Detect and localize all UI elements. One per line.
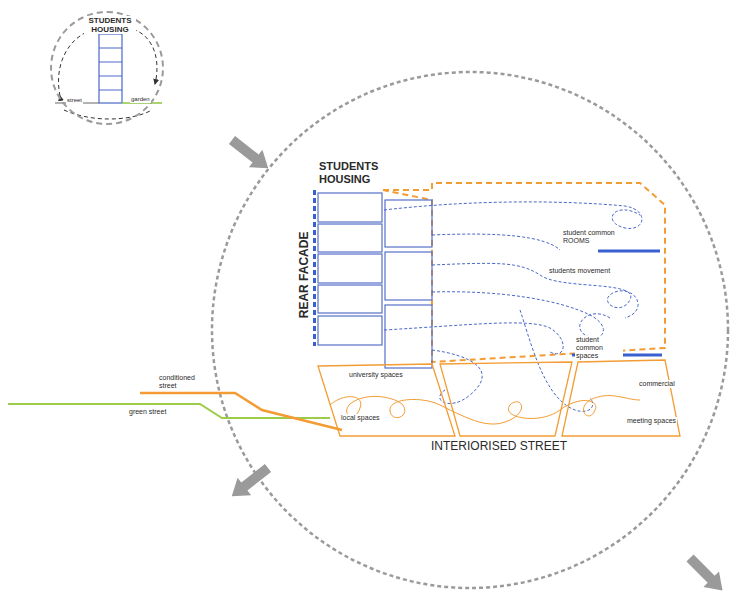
node-text: local spaces [340,414,381,422]
node-text: REAR FACADE [298,204,312,346]
interiorised-street-band: INTERIORISED STREETuniversity spacesloca… [318,358,682,438]
activity-loops [330,396,640,424]
university-box: university spaces local spaces [318,362,455,438]
commercial-box: commercial meeting spaces [560,360,682,438]
context-circle: STUDENTS HOUSING street garden [50,11,164,125]
node-text: students movement [548,267,611,275]
node-text: INTERIORISED STREET [408,440,590,454]
node-text: student common ROOMS [562,229,620,245]
common-region-outline [383,183,665,362]
rear-facade-line [313,190,316,346]
node-text: commercial [638,380,676,388]
flow-arc [64,110,152,119]
zoom-circle [212,72,728,588]
node-text: STUDENTS HOUSING [84,16,136,34]
grey-arrow [682,550,730,598]
flow-arc [59,28,104,96]
node-text: garden [130,96,151,103]
housing-rooms [318,193,432,368]
blue-bar [598,250,660,253]
conditioned-street-line [140,393,342,430]
node-text: meeting spaces [626,417,677,425]
housing-block: STUDENTS HOUSING REAR FACADE [296,158,436,373]
street-label: conditioned street [158,374,210,390]
street-label: green street [128,408,167,416]
node-text: university spaces [348,371,404,379]
node-text: student common spaces [575,336,623,360]
flow-arc [126,28,157,84]
street-boxes [318,360,680,436]
node-text: STUDENTS HOUSING [318,160,400,185]
building-symbol [99,34,122,103]
common-region: student common ROOMS students movement stu… [432,183,665,363]
movement-lines [384,202,642,411]
node-text: street [66,97,83,104]
